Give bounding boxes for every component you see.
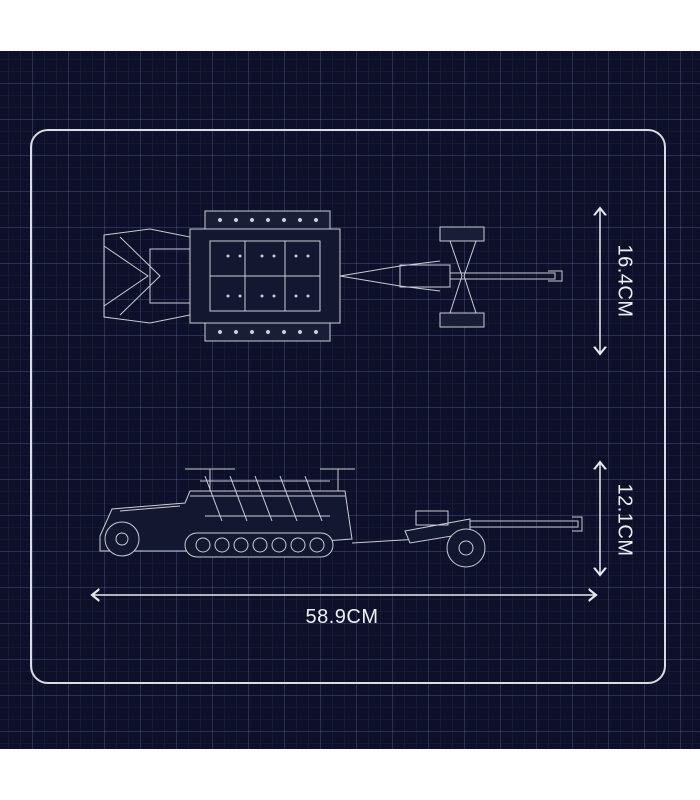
side-view-halftrack [99,468,583,568]
model-drawing [0,51,700,749]
length-label: 58.9CM [305,606,379,628]
top-view-studs [218,218,318,334]
top-view-halftrack [103,210,563,342]
blueprint-background: 16.4CM 12.1CM 58.9CM [0,51,700,749]
outline-frame [30,129,666,684]
height-label: 12.1CM [613,483,636,557]
width-label: 16.4CM [613,244,636,318]
